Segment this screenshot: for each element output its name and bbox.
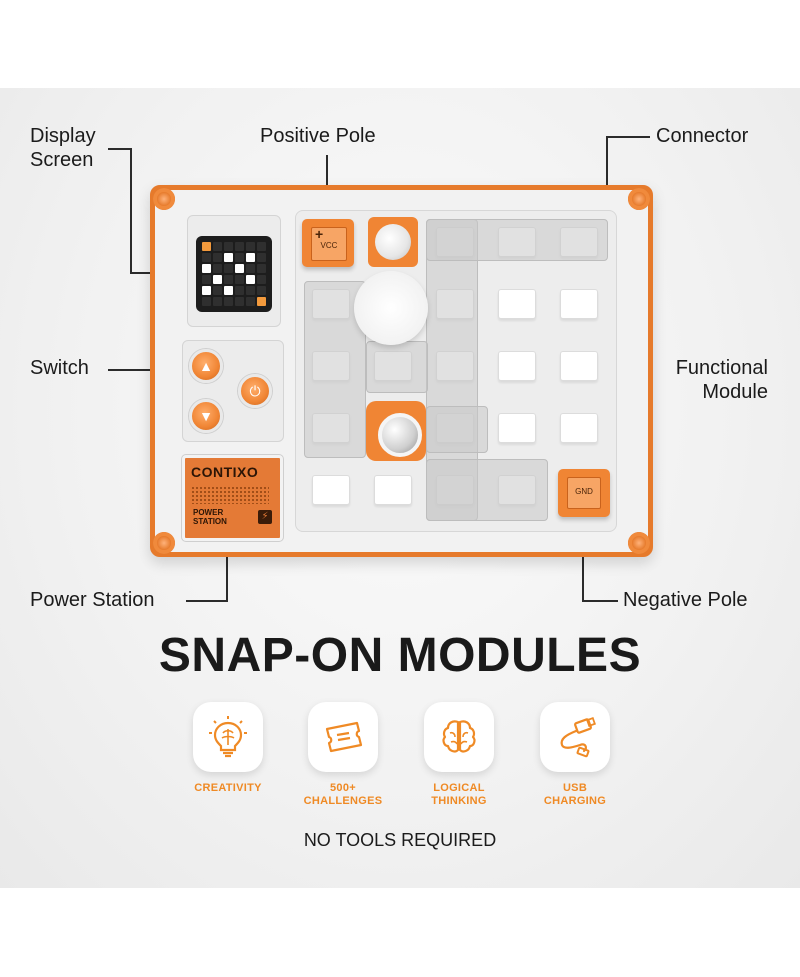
positive-pole-module[interactable]: + VCC [302,219,354,267]
brain-icon [442,720,476,753]
screw-icon [628,188,650,210]
power-station: CONTIXO POWER STATION ⚡ [182,455,283,541]
connector-wire [426,459,548,521]
ball-icon [378,413,422,457]
bolt-icon: ⚡ [258,510,272,524]
leader-line [582,525,584,602]
display-screen [187,215,281,327]
switch-down-button[interactable]: ▼ [189,399,223,433]
module-grid: + VCC GND [295,210,617,532]
feature-challenges: 500+ CHALLENGES [288,702,398,808]
feature-logical-thinking: LOGICAL THINKING [404,702,514,808]
footer-note: NO TOOLS REQUIRED [303,830,497,850]
switch-panel: ▲ ▼ ⏻ [182,340,284,442]
light-module[interactable] [368,217,418,267]
snap-peg [498,289,536,319]
callout-switch: Switch [30,357,89,379]
leader-line [130,148,132,274]
ticket-icon [325,721,363,753]
feature-creativity: CREATIVITY [173,702,283,795]
left-panel: ▲ ▼ ⏻ CONTIXO POWER STATION ⚡ [177,215,284,541]
snap-peg [498,351,536,381]
connector-wire [426,219,608,261]
callout-functional-module: Functional Module [675,357,768,403]
page-title: SNAP-ON MODULES [158,629,642,682]
snap-peg [312,475,350,505]
lightbulb-brain-icon [209,716,247,758]
screw-icon [628,532,650,554]
connector-wire [426,406,488,453]
callout-negative-pole: Negative Pole [623,589,748,611]
callout-display-screen: Display Screen [30,125,96,171]
ball-module[interactable] [366,401,426,461]
snap-peg [374,475,412,505]
fan-module[interactable] [354,271,428,345]
leader-line [226,525,228,602]
snap-peg [560,289,598,319]
screw-icon [153,188,175,210]
screw-icon [153,532,175,554]
snap-peg [560,413,598,443]
connector-wire [366,341,428,393]
leader-line [186,600,228,602]
switch-up-button[interactable]: ▲ [189,349,223,383]
snap-peg [498,413,536,443]
usb-cable-icon [560,717,596,758]
feature-usb-charging: USB CHARGING [520,702,630,808]
pixel-display [196,236,272,312]
leader-line [582,600,618,602]
negative-pole-module[interactable]: GND [558,469,610,517]
speaker-grille [191,486,269,504]
brand-logo: CONTIXO [191,464,259,480]
callout-connector: Connector [656,125,749,147]
leader-line [606,136,650,138]
leader-line [108,369,188,371]
callout-positive-pole: Positive Pole [260,125,376,147]
circuit-board: ▲ ▼ ⏻ CONTIXO POWER STATION ⚡ + VCC [150,185,653,557]
power-button[interactable]: ⏻ [238,374,272,408]
callout-power-station: Power Station [30,589,155,611]
snap-peg [560,351,598,381]
power-station-label: POWER STATION [193,508,227,526]
leader-line [108,148,130,150]
lens-icon [375,224,411,260]
